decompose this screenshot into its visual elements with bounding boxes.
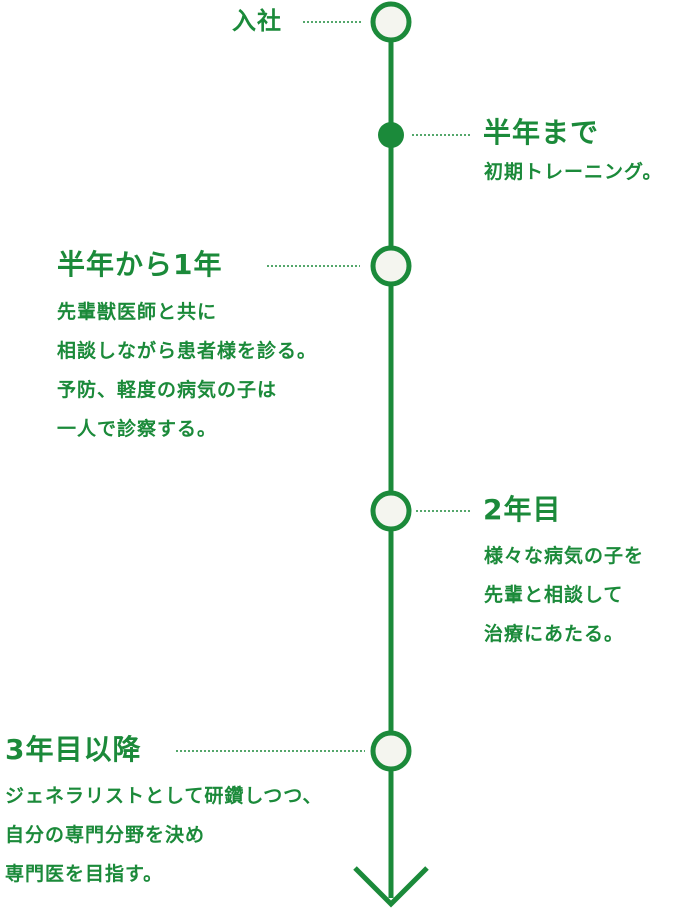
node-join-marker — [370, 1, 412, 43]
node-half-year-description: 初期トレーニング。 — [484, 161, 663, 183]
node-year-three-marker — [370, 730, 412, 772]
node-half-to-one-description-line: 一人で診察する。 — [57, 418, 218, 440]
node-half-to-one-description-line: 相談しながら患者様を診る。 — [57, 340, 318, 362]
node-year-three-title: 3年目以降 — [5, 733, 142, 766]
node-year-three-description-line: 自分の専門分野を決め — [5, 824, 206, 846]
node-half-to-one-title: 半年から1年 — [57, 248, 223, 281]
node-join-title: 入社 — [232, 7, 282, 35]
node-year-two-description-line: 治療にあたる。 — [484, 623, 625, 645]
node-half-to-one-description-line: 先輩獣医師と共に — [57, 301, 218, 323]
node-year-two-description-line: 様々な病気の子を — [484, 545, 645, 567]
node-year-two-title: 2年目 — [483, 493, 562, 526]
node-year-three-description-line: ジェネラリストとして研鑽しつつ、 — [5, 785, 323, 807]
node-half-year-title: 半年まで — [483, 116, 600, 149]
node-half-to-one-description-line: 予防、軽度の病気の子は — [57, 379, 278, 401]
node-half-year-marker — [378, 122, 404, 148]
node-year-two-description-line: 先輩と相談して — [484, 584, 624, 606]
node-year-three-description-line: 専門医を目指す。 — [5, 863, 164, 885]
node-year-two-marker — [370, 490, 412, 532]
node-half-to-one-marker — [370, 245, 412, 287]
arrow-head-icon — [353, 866, 429, 908]
